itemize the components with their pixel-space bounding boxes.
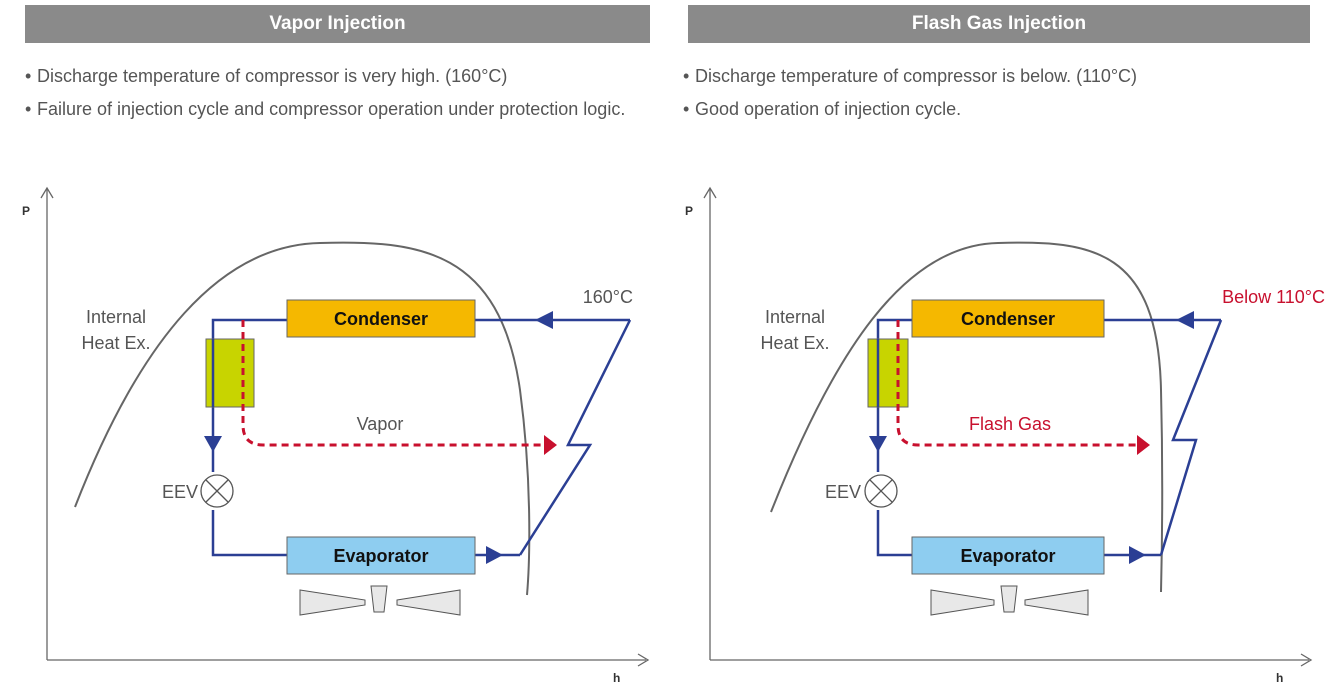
flow-arrow-icon — [1176, 311, 1194, 329]
vapor-injection-panel: Vapor Injection Discharge temperature of… — [0, 0, 650, 683]
injection-arrow-icon — [1137, 435, 1150, 455]
x-axis-label: h — [1276, 671, 1283, 683]
discharge-temperature-label: Below 110°C — [1222, 287, 1325, 307]
refrigerant-cycle — [211, 318, 632, 557]
flow-arrow-icon — [535, 311, 553, 329]
condenser-label: Condenser — [961, 309, 1055, 329]
panel-header: Vapor Injection — [25, 5, 650, 43]
fan-icon — [930, 585, 1089, 616]
injection-path — [241, 320, 545, 447]
expansion-valve-icon — [864, 474, 898, 508]
refrigerant-cycle — [876, 318, 1223, 557]
flash-gas-injection-panel: Flash Gas Injection Discharge temperatur… — [663, 0, 1325, 683]
compressor-line — [518, 319, 632, 556]
flow-arrow-icon — [204, 436, 222, 452]
heat-exchanger-label: Heat Ex. — [81, 333, 150, 353]
condenser-box — [286, 299, 476, 338]
eev-label: EEV — [825, 482, 861, 502]
panel-header: Flash Gas Injection — [688, 5, 1310, 43]
evaporator-label: Evaporator — [960, 546, 1055, 566]
bullet-list: Discharge temperature of compressor is b… — [683, 60, 1303, 126]
saturation-dome — [74, 241, 531, 596]
liquid-line — [876, 318, 1221, 472]
flow-arrow-icon — [486, 546, 503, 564]
heat-exchanger-label: Heat Ex. — [760, 333, 829, 353]
evaporator-label: Evaporator — [333, 546, 428, 566]
discharge-temperature-label: 160°C — [583, 287, 633, 307]
liquid-line — [211, 318, 630, 472]
y-axis-arrow — [40, 186, 54, 199]
bullet-item: Good operation of injection cycle. — [683, 93, 1303, 126]
eev-label: EEV — [162, 482, 198, 502]
bullet-list: Discharge temperature of compressor is v… — [25, 60, 645, 126]
evaporator-box — [911, 536, 1105, 575]
flow-arrow-icon — [869, 436, 887, 452]
flow-arrow-icon — [1129, 546, 1146, 564]
heat-exchanger-label: Internal — [765, 307, 825, 327]
axes — [703, 186, 1313, 667]
x-axis-arrow — [637, 653, 650, 667]
condenser-label: Condenser — [334, 309, 428, 329]
ph-diagram: P h Condenser Evaporator Internal Heat E… — [22, 186, 650, 683]
heat-exchanger-box — [867, 338, 909, 408]
x-axis-label: h — [613, 671, 620, 683]
bullet-item: Failure of injection cycle and compresso… — [25, 93, 645, 126]
injection-label: Flash Gas — [969, 414, 1051, 434]
injection-path — [896, 320, 1138, 447]
bullet-item: Discharge temperature of compressor is v… — [25, 60, 645, 93]
injection-label: Vapor — [357, 414, 404, 434]
saturation-dome — [770, 241, 1164, 593]
heat-exchanger-label: Internal — [86, 307, 146, 327]
evaporator-box — [286, 536, 476, 575]
fan-icon — [299, 585, 461, 616]
y-axis-label: P — [685, 204, 693, 218]
y-axis-label: P — [22, 204, 30, 218]
x-axis-arrow — [1300, 653, 1313, 667]
condenser-box — [911, 299, 1105, 338]
injection-arrow-icon — [544, 435, 557, 455]
ph-diagram: P h Condenser Evaporator Internal Heat E… — [685, 186, 1325, 683]
expansion-valve-icon — [200, 474, 234, 508]
y-axis-arrow — [703, 186, 717, 199]
bullet-item: Discharge temperature of compressor is b… — [683, 60, 1303, 93]
axes — [40, 186, 650, 667]
compressor-line — [1159, 319, 1223, 556]
